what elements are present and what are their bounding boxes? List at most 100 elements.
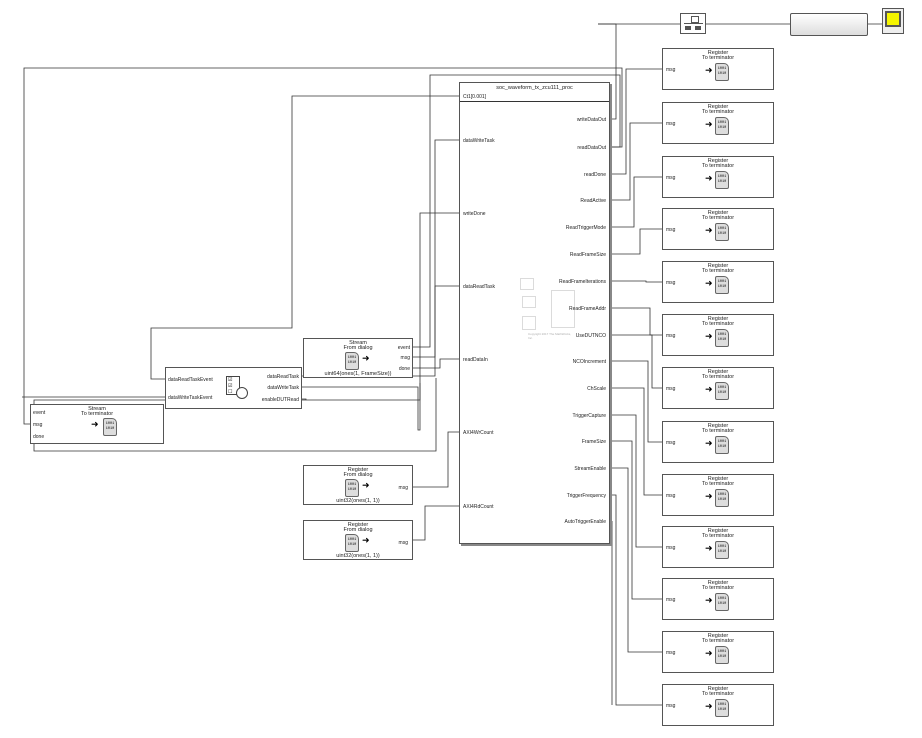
block-parameter: uint32(ones(1, 1)) bbox=[336, 498, 380, 504]
port-msg: msg bbox=[666, 545, 676, 551]
signal-line[interactable] bbox=[413, 505, 459, 541]
block-subtitle: From dialog bbox=[343, 527, 373, 533]
port-msg: msg bbox=[666, 440, 676, 446]
arrow-right-icon: ➜ bbox=[362, 535, 370, 545]
signal-line[interactable] bbox=[23, 67, 623, 425]
output-port-TriggerFrequency: TriggerFrequency bbox=[566, 493, 606, 499]
signal-line[interactable] bbox=[610, 387, 662, 496]
block-subtitle: From dialog bbox=[343, 472, 373, 478]
arrow-right-icon: ➜ bbox=[362, 353, 370, 363]
output-port-ReadTriggerMode: ReadTriggerMode bbox=[565, 225, 606, 231]
signal-line[interactable] bbox=[610, 176, 662, 228]
arrow-right-icon: ➜ bbox=[705, 491, 713, 501]
signal-line[interactable] bbox=[610, 307, 662, 336]
block-parameter: uint32(ones(1, 1)) bbox=[336, 553, 380, 559]
port-msg: msg bbox=[666, 175, 676, 181]
block-title: Register bbox=[707, 50, 729, 56]
task-manager-block[interactable]: dataReadTaskEvent dataWriteTaskEvent dat… bbox=[165, 367, 302, 409]
block-title: Register bbox=[707, 476, 729, 482]
port-msg: msg bbox=[398, 485, 408, 491]
arrow-right-icon: ➜ bbox=[705, 278, 713, 288]
block-title: Register bbox=[707, 316, 729, 322]
port-msg: msg bbox=[666, 597, 676, 603]
block-subtitle: To terminator bbox=[701, 428, 735, 434]
signal-line[interactable] bbox=[610, 122, 662, 201]
output-port-ReadFrameAddr: ReadFrameAddr bbox=[569, 306, 606, 312]
block-title: Register bbox=[707, 210, 729, 216]
port-msg: msg bbox=[33, 422, 43, 428]
signal-line[interactable] bbox=[610, 440, 662, 600]
port-msg: msg bbox=[666, 227, 676, 233]
signal-line[interactable] bbox=[610, 68, 662, 175]
signal-line[interactable] bbox=[610, 334, 662, 389]
scope-block[interactable] bbox=[882, 8, 904, 34]
port-done: done bbox=[398, 366, 410, 372]
bus-selector-block[interactable] bbox=[680, 13, 706, 34]
block-title: Register bbox=[347, 467, 369, 473]
signal-line[interactable] bbox=[413, 431, 459, 488]
signal-line[interactable] bbox=[610, 467, 662, 653]
signal-line[interactable] bbox=[610, 494, 662, 706]
port-msg: msg bbox=[666, 386, 676, 392]
port-msg: msg bbox=[666, 333, 676, 339]
block-subtitle: To terminator bbox=[701, 163, 735, 169]
display-block[interactable] bbox=[790, 13, 868, 36]
output-port-readDone: readDone bbox=[584, 172, 606, 178]
clock-icon bbox=[236, 387, 248, 399]
signal-line[interactable] bbox=[413, 358, 459, 369]
block-parameter: uint64(ones(1, FrameSize)) bbox=[324, 371, 392, 377]
block-title: Register bbox=[347, 522, 369, 528]
signal-line[interactable] bbox=[302, 212, 459, 431]
block-subtitle: To terminator bbox=[701, 215, 735, 221]
arrow-right-icon: ➜ bbox=[362, 480, 370, 490]
signal-line[interactable] bbox=[610, 414, 662, 548]
port-dataReadTask: dataReadTask bbox=[267, 374, 299, 380]
signal-line[interactable] bbox=[610, 228, 662, 255]
signal-line[interactable] bbox=[610, 360, 662, 443]
block-subtitle: To terminator bbox=[701, 638, 735, 644]
output-port-NCOIncrement: NCOIncrement bbox=[572, 359, 606, 365]
arrow-right-icon: ➜ bbox=[705, 65, 713, 75]
sample-time-label: Ct1[0.001] bbox=[463, 94, 487, 100]
soc-proc-subsystem[interactable]: soc_waveform_tx_zcu111_proc Ct1[0.001] C… bbox=[459, 82, 610, 544]
output-port-readDataOut: readDataOut bbox=[577, 145, 606, 151]
block-subtitle: To terminator bbox=[80, 411, 114, 417]
arrow-right-icon: ➜ bbox=[91, 419, 99, 429]
signal-line[interactable] bbox=[413, 285, 459, 358]
signal-line[interactable] bbox=[610, 280, 662, 283]
block-title: Stream bbox=[349, 340, 367, 346]
port-msg: msg bbox=[666, 650, 676, 656]
port-dataWriteTask: dataWriteTask bbox=[267, 385, 299, 391]
arrow-right-icon: ➜ bbox=[705, 543, 713, 553]
signal-line[interactable] bbox=[150, 95, 459, 380]
arrow-right-icon: ➜ bbox=[705, 173, 713, 183]
block-title: Register bbox=[707, 369, 729, 375]
signal-line[interactable] bbox=[598, 23, 617, 120]
input-port-AXI4WrCount: AXI4WrCount bbox=[463, 430, 494, 436]
